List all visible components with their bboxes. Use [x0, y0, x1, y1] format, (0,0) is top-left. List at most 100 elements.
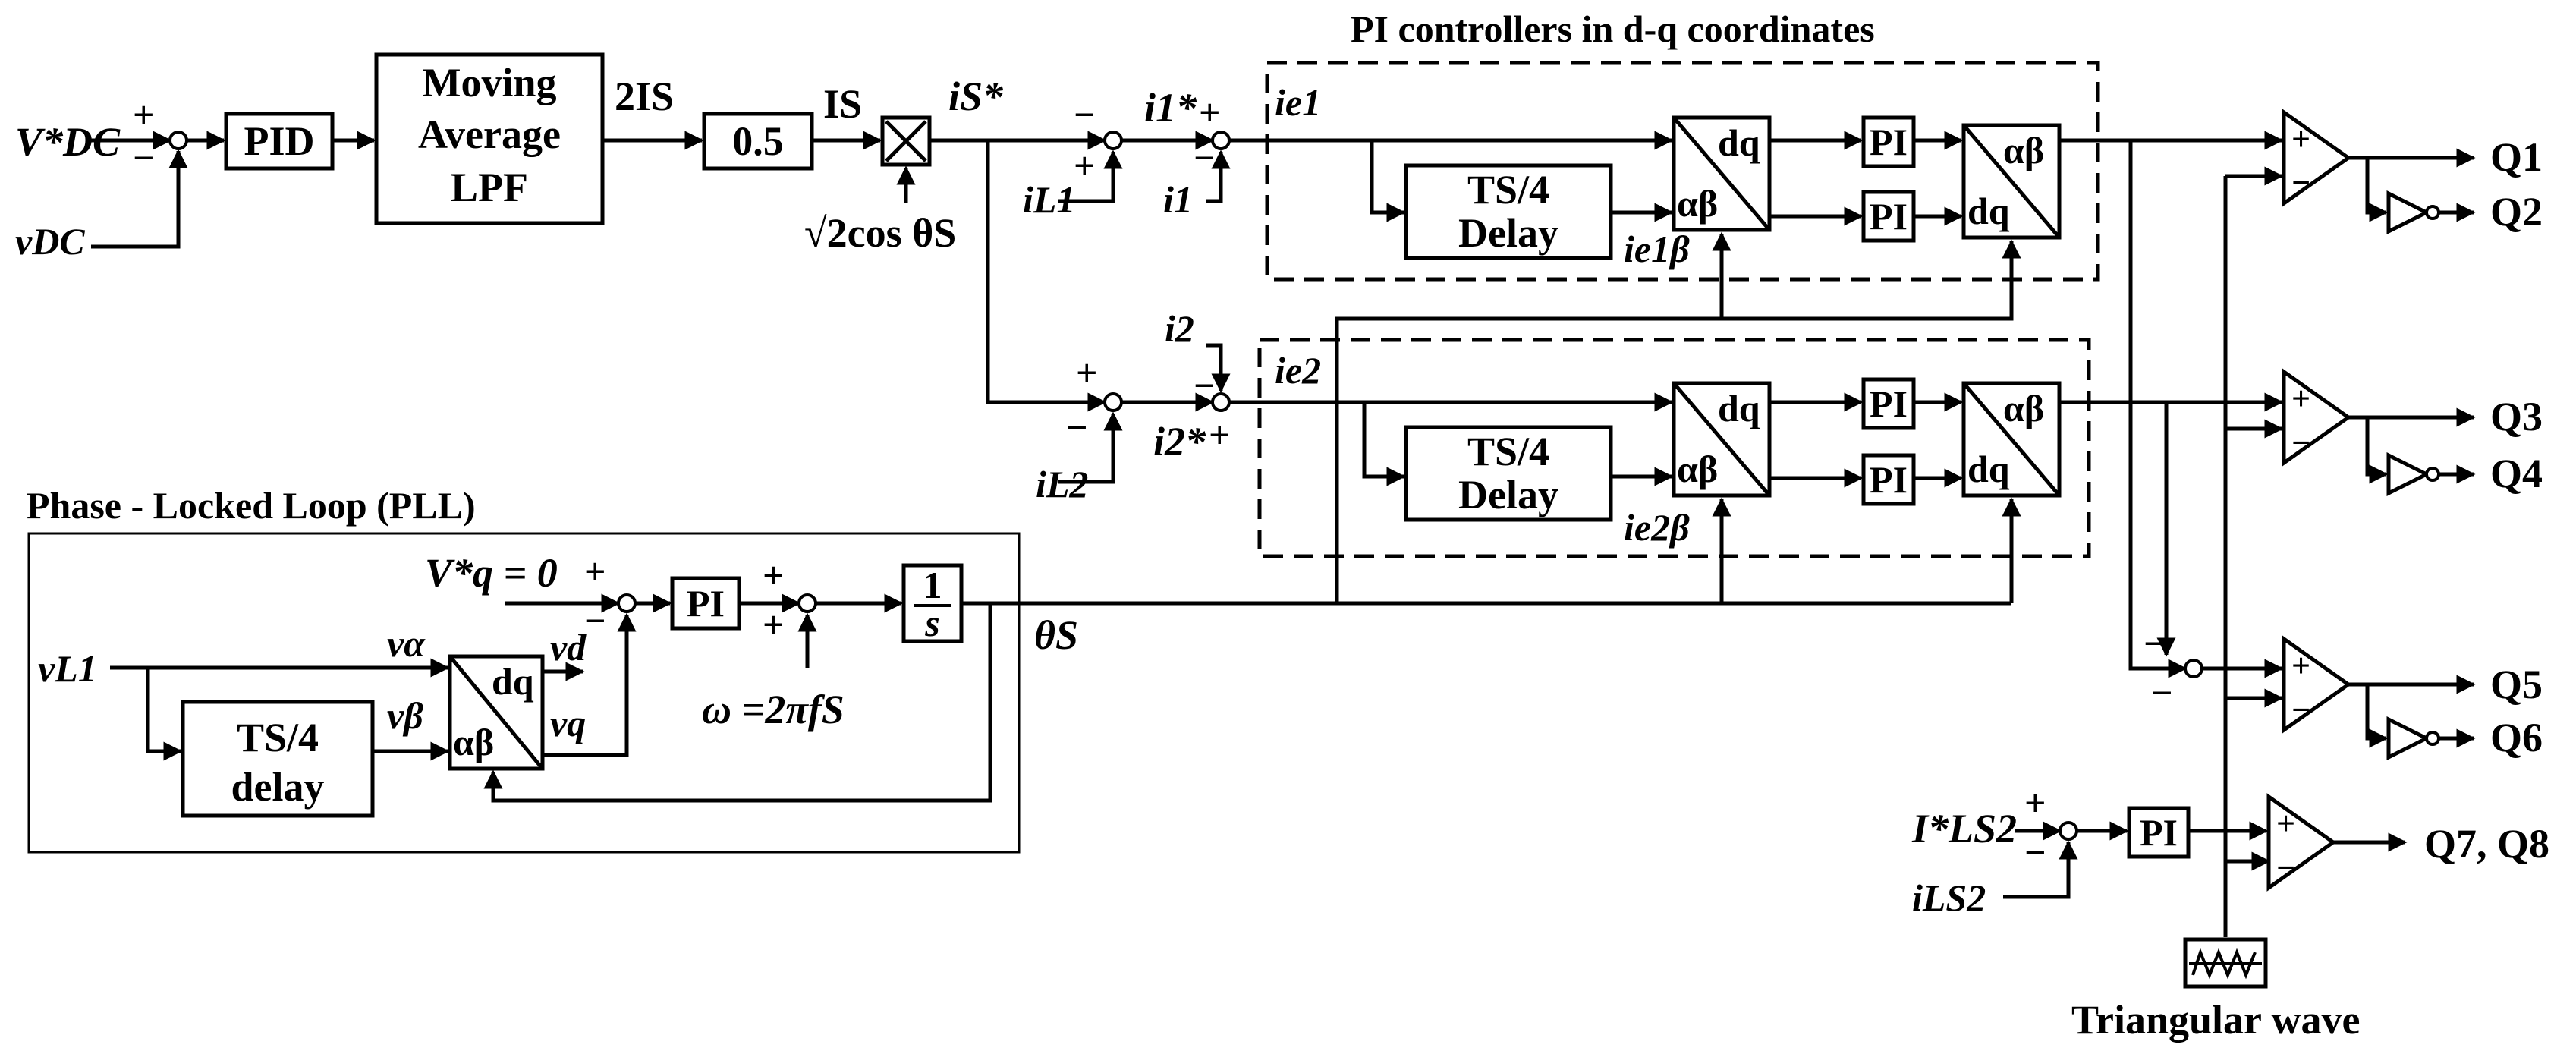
comparator-q3: [2282, 368, 2352, 467]
svg-text:−: −: [2024, 831, 2046, 873]
pi-block-ils2: [2127, 806, 2191, 859]
svg-text:PI: PI: [1870, 195, 1908, 238]
sum-junction-i2-ref: [1103, 392, 1123, 412]
inverter-q2: [2386, 190, 2431, 235]
inverter-q6: [2386, 716, 2431, 761]
svg-text:PI: PI: [1870, 382, 1908, 425]
sum-junction-pll-vq: [617, 593, 637, 613]
vdc-label: vDC: [15, 220, 85, 263]
svg-text:+: +: [584, 550, 606, 593]
svg-text:−: −: [1074, 93, 1096, 136]
svg-text:Delay: Delay: [1458, 210, 1558, 256]
delay-block-1: [1404, 163, 1613, 260]
q1-label: Q1: [2490, 134, 2543, 180]
comparator-q1: [2282, 109, 2352, 207]
two-is-label: 2IS: [615, 74, 674, 119]
pi-controllers-title: PI controllers in d-q coordinates: [1351, 8, 1875, 50]
pi-controllers-frame-2: [1257, 338, 2091, 558]
is-label: IS: [823, 81, 862, 127]
is-ref-label: iS*: [948, 74, 1004, 119]
svg-text:1: 1: [923, 564, 942, 606]
sum-junction-q5: [2184, 659, 2203, 678]
inverter-q4: [2386, 451, 2431, 497]
svg-text:−: −: [2291, 424, 2310, 461]
pll-title: Phase - Locked Loop (PLL): [27, 484, 476, 527]
svg-text:PI: PI: [2140, 811, 2178, 854]
svg-text:+: +: [1199, 91, 1221, 134]
svg-text:−: −: [2291, 164, 2310, 201]
theta-label: θS: [1034, 612, 1078, 658]
svg-text:PI: PI: [687, 582, 725, 624]
svg-text:TS/4: TS/4: [1467, 429, 1549, 474]
svg-text:+: +: [2291, 121, 2310, 158]
svg-text:+: +: [1076, 351, 1098, 394]
i1-ref-label: i1*: [1144, 85, 1197, 131]
svg-text:αβ: αβ: [1677, 182, 1718, 225]
triangular-wave-label: Triangular wave: [2071, 997, 2361, 1043]
il2-label: iL2: [1036, 463, 1088, 505]
svg-text:dq: dq: [1967, 448, 2010, 490]
svg-text:PID: PID: [244, 118, 315, 164]
svg-text:+: +: [1209, 414, 1231, 456]
vd-label: vd: [550, 626, 587, 668]
svg-text:−: −: [1194, 364, 1216, 407]
vl1-label: vL1: [38, 647, 97, 690]
pi-block-q1: [1861, 190, 1916, 243]
v-alpha-label: vα: [387, 622, 426, 665]
svg-text:Average: Average: [418, 112, 561, 157]
q6-label: Q6: [2490, 715, 2543, 760]
svg-text:αβ: αβ: [1677, 448, 1718, 490]
i2-label: i2: [1165, 307, 1194, 350]
svg-text:−: −: [2144, 622, 2166, 665]
svg-text:+: +: [763, 554, 785, 596]
ie1-label: ie1: [1275, 81, 1321, 124]
svg-text:αβ: αβ: [2003, 387, 2044, 429]
pi-block-d1: [1861, 115, 1916, 168]
svg-text:−: −: [1066, 406, 1088, 448]
pi-block-pll: [670, 576, 741, 631]
svg-text:delay: delay: [231, 764, 324, 810]
svg-text:Moving: Moving: [422, 60, 556, 105]
svg-text:PI: PI: [1870, 121, 1908, 163]
sum-junction-vdc: [168, 131, 188, 150]
ie2b-label: ie2β: [1624, 506, 1690, 549]
svg-text:−: −: [1194, 137, 1216, 179]
q4-label: Q4: [2490, 451, 2543, 496]
svg-text:+: +: [763, 603, 785, 646]
svg-text:−: −: [584, 599, 606, 642]
svg-text:dq: dq: [1718, 387, 1760, 429]
svg-text:dq: dq: [1718, 121, 1760, 164]
comparator-q78: [2266, 793, 2337, 892]
svg-text:+: +: [2291, 380, 2310, 417]
vq-ref-label: V*q = 0: [425, 550, 558, 596]
svg-text:0.5: 0.5: [732, 118, 784, 164]
delay-block-2: [1404, 425, 1613, 522]
v-beta-label: vβ: [387, 694, 423, 737]
i1-label: i1: [1163, 178, 1193, 221]
pi-block-d2: [1861, 377, 1916, 430]
svg-text:dq: dq: [1967, 190, 2010, 232]
sum-junction-ils2: [2059, 821, 2078, 841]
svg-text:PI: PI: [1870, 458, 1908, 501]
q78-label: Q7, Q8: [2424, 821, 2549, 867]
svg-text:−: −: [2291, 691, 2310, 728]
svg-text:dq: dq: [492, 660, 534, 703]
sum-junction-i1-ref: [1103, 131, 1123, 150]
svg-text:LPF: LPF: [451, 165, 528, 210]
svg-text:αβ: αβ: [453, 721, 494, 763]
svg-text:−: −: [2151, 672, 2173, 714]
vq-label: vq: [550, 702, 586, 744]
svg-text:+: +: [2024, 782, 2046, 824]
ie1b-label: ie1β: [1624, 228, 1690, 270]
svg-text:TS/4: TS/4: [237, 715, 319, 760]
delay-block-pll: [181, 700, 375, 818]
comparator-q5: [2282, 635, 2352, 734]
svg-text:TS/4: TS/4: [1467, 167, 1549, 212]
ils2-ref-label: I*LS2: [1911, 806, 2017, 851]
svg-text:−: −: [2276, 849, 2295, 886]
q3-label: Q3: [2490, 394, 2543, 439]
svg-text:+: +: [2276, 805, 2295, 842]
pi-controllers-frame-1: [1265, 61, 2100, 282]
sqrt-cos-label: √2cos θS: [804, 210, 956, 256]
